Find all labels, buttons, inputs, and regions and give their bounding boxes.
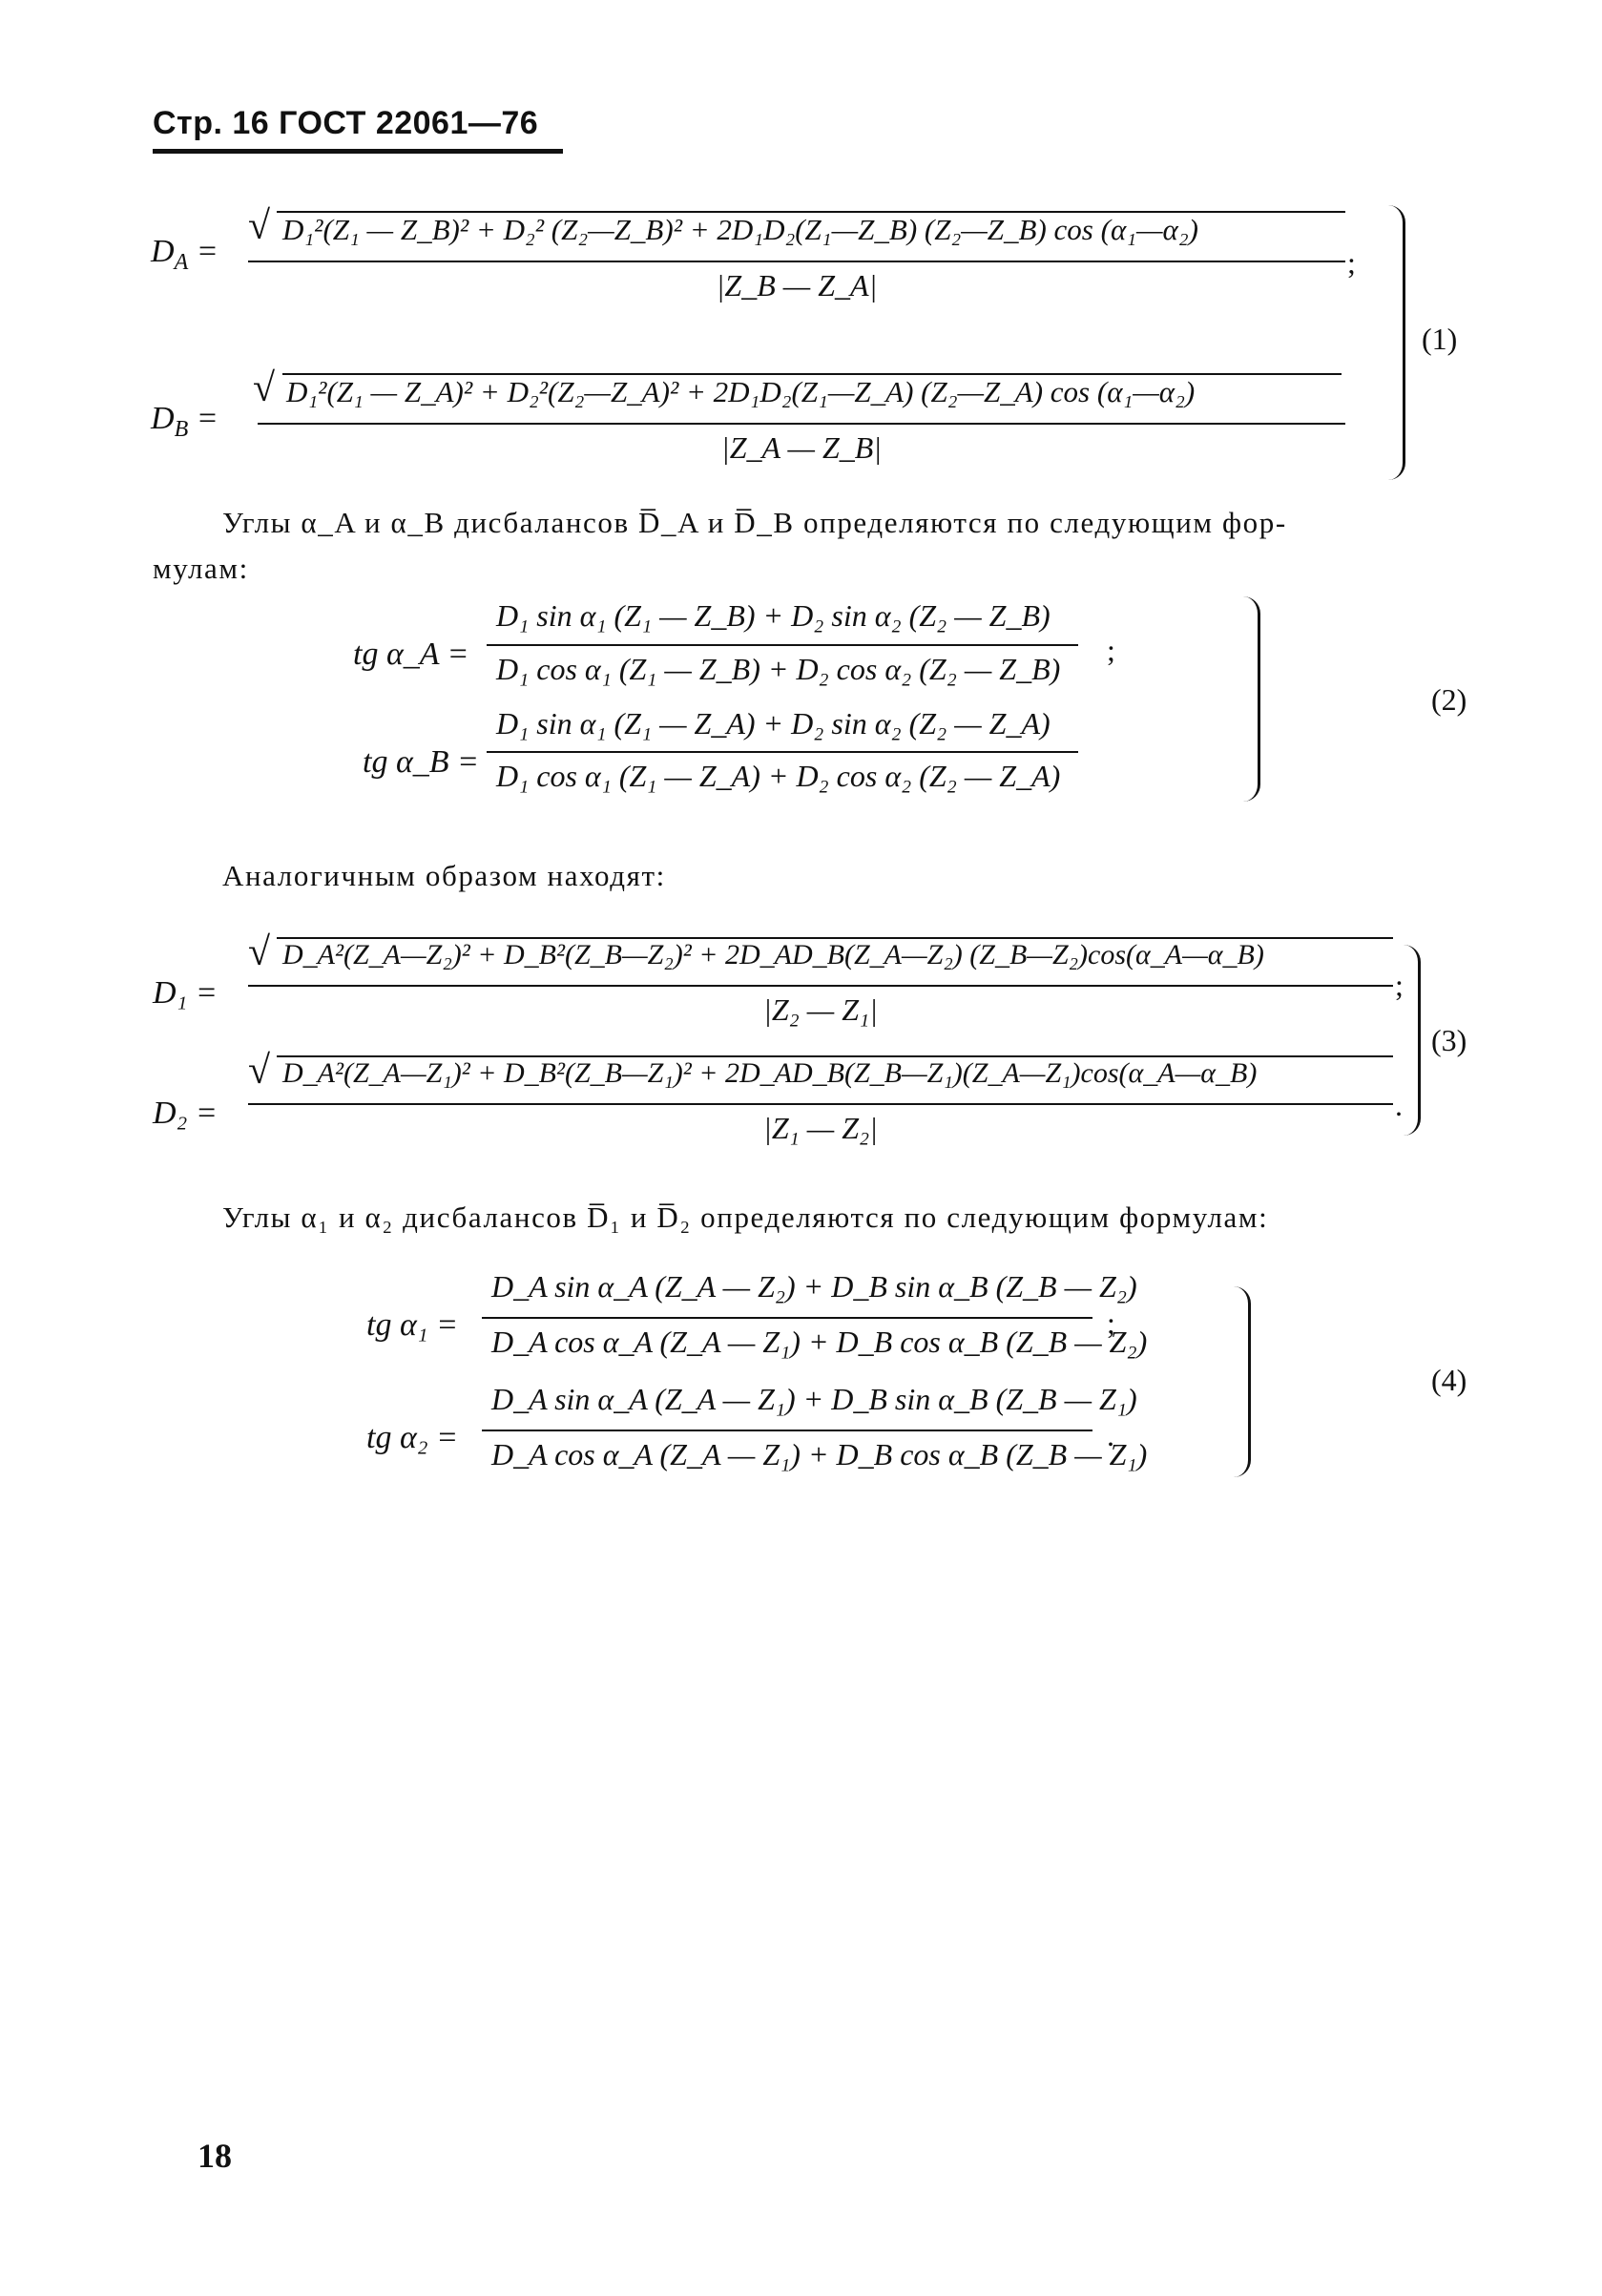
- eq1-num-b: D₁²(Z₁ — Z_A)² + D₂²(Z₂—Z_A)² + 2D₁D₂(Z₁…: [286, 375, 1196, 408]
- eq4-num-b: D_A sin α_A (Z_A — Z₁) + D_B sin α_B (Z_…: [491, 1382, 1137, 1416]
- eq1-brace: [1384, 205, 1405, 480]
- eq3-num-b: D_A²(Z_A—Z₁)² + D_B²(Z_B—Z₁)² + 2D_AD_B(…: [282, 1057, 1258, 1089]
- eq3-brace: [1401, 945, 1421, 1136]
- equation-2: tg α_A = D₁ sin α₁ (Z₁ — Z_B) + D₂ sin α…: [343, 587, 1488, 816]
- eq2-number: (2): [1431, 682, 1467, 717]
- eq4-lhs-a: tg α₁ =: [366, 1307, 459, 1343]
- eq2-lhs-a: tg α_A =: [353, 637, 469, 672]
- equation-3: D₁ = √ D_A²(Z_A—Z₂)² + D_B²(Z_B—Z₂)² + 2…: [143, 916, 1498, 1145]
- eq1-lhs-b: DB =: [151, 401, 218, 442]
- eq2-den-a: D₁ cos α₁ (Z₁ — Z_B) + D₂ cos α₂ (Z₂ — Z…: [496, 652, 1061, 686]
- equation-1: DA = √ D₁²(Z₁ — Z_B)² + D₂² (Z₂—Z_B)² + …: [143, 186, 1498, 491]
- eq4-num-a: D_A sin α_A (Z_A — Z₂) + D_B sin α_B (Z_…: [491, 1269, 1137, 1304]
- eq4-den-b: D_A cos α_A (Z_A — Z₁) + D_B cos α_B (Z_…: [491, 1437, 1148, 1472]
- page-number: 18: [198, 2137, 232, 2175]
- text-paragraph-1-line1: Углы α_A и α_B дисбалансов D̅_A и D̅_B о…: [222, 506, 1287, 539]
- eq3-den-b: |Z₁ — Z₂|: [763, 1111, 878, 1145]
- eq2-brace: [1240, 596, 1260, 802]
- eq3-sqrt-a: √: [248, 930, 271, 974]
- eq2-den-b: D₁ cos α₁ (Z₁ — Z_A) + D₂ cos α₂ (Z₂ — Z…: [496, 759, 1061, 793]
- text-paragraph-1-line2: мулам:: [153, 552, 249, 585]
- eq1-semicolon-a: ;: [1347, 245, 1356, 280]
- eq1-number: (1): [1422, 322, 1458, 356]
- eq2-frac-line-a: [487, 644, 1078, 646]
- eq4-frac-line-a: [482, 1317, 1092, 1319]
- eq3-den-a: |Z₂ — Z₁|: [763, 992, 878, 1027]
- eq1-den-b: |Z_A — Z_B|: [720, 430, 883, 465]
- eq1-sqrt-bar-b: [282, 373, 1342, 375]
- eq4-lhs-b: tg α₂ =: [366, 1420, 459, 1455]
- eq3-lhs-b: D₂ =: [153, 1096, 218, 1131]
- eq3-frac-line-a: [248, 985, 1393, 987]
- eq3-semicolon-a: ;: [1395, 968, 1404, 1002]
- eq1-sqrt-b: √: [253, 366, 276, 410]
- eq2-frac-line-b: [487, 751, 1078, 753]
- eq1-num-a: D₁²(Z₁ — Z_B)² + D₂² (Z₂—Z_B)² + 2D₁D₂(Z…: [282, 213, 1198, 246]
- eq1-lhs-a: DA =: [151, 234, 218, 275]
- eq4-semicolon-a: ;: [1107, 1305, 1115, 1340]
- eq3-frac-line-b: [248, 1103, 1393, 1105]
- equation-4: tg α₁ = D_A sin α_A (Z_A — Z₂) + D_B sin…: [353, 1258, 1498, 1496]
- eq3-number: (3): [1431, 1023, 1467, 1057]
- eq4-brace: [1231, 1286, 1251, 1477]
- header-rule: [153, 149, 563, 154]
- eq3-sqrt-bar-a: [277, 937, 1393, 939]
- eq4-period-b: .: [1107, 1418, 1114, 1452]
- eq4-frac-line-b: [482, 1430, 1092, 1431]
- eq4-number: (4): [1431, 1363, 1467, 1397]
- eq4-den-a: D_A cos α_A (Z_A — Z₁) + D_B cos α_B (Z_…: [491, 1325, 1148, 1359]
- eq2-num-a: D₁ sin α₁ (Z₁ — Z_B) + D₂ sin α₂ (Z₂ — Z…: [496, 598, 1051, 633]
- eq3-sqrt-b: √: [248, 1049, 271, 1093]
- eq2-lhs-b: tg α_B =: [363, 744, 480, 780]
- page-header: Стр. 16 ГОСТ 22061—76: [153, 105, 539, 141]
- text-paragraph-2: Аналогичным образом находят:: [222, 859, 666, 892]
- eq3-num-a: D_A²(Z_A—Z₂)² + D_B²(Z_B—Z₂)² + 2D_AD_B(…: [282, 939, 1264, 971]
- eq3-period-b: .: [1395, 1088, 1403, 1122]
- eq1-frac-line-a: [248, 261, 1345, 262]
- eq1-sqrt-bar-a: [277, 211, 1345, 213]
- text-paragraph-3: Углы α₁ и α₂ дисбалансов D̅₁ и D̅₂ опред…: [222, 1200, 1269, 1234]
- eq2-num-b: D₁ sin α₁ (Z₁ — Z_A) + D₂ sin α₂ (Z₂ — Z…: [496, 706, 1051, 741]
- eq1-frac-line-b: [258, 423, 1345, 425]
- eq3-sqrt-bar-b: [277, 1055, 1393, 1057]
- eq2-semicolon-a: ;: [1107, 633, 1115, 667]
- eq3-lhs-a: D₁ =: [153, 975, 218, 1011]
- eq1-den-a: |Z_B — Z_A|: [716, 268, 878, 303]
- eq1-sqrt-a: √: [248, 204, 271, 248]
